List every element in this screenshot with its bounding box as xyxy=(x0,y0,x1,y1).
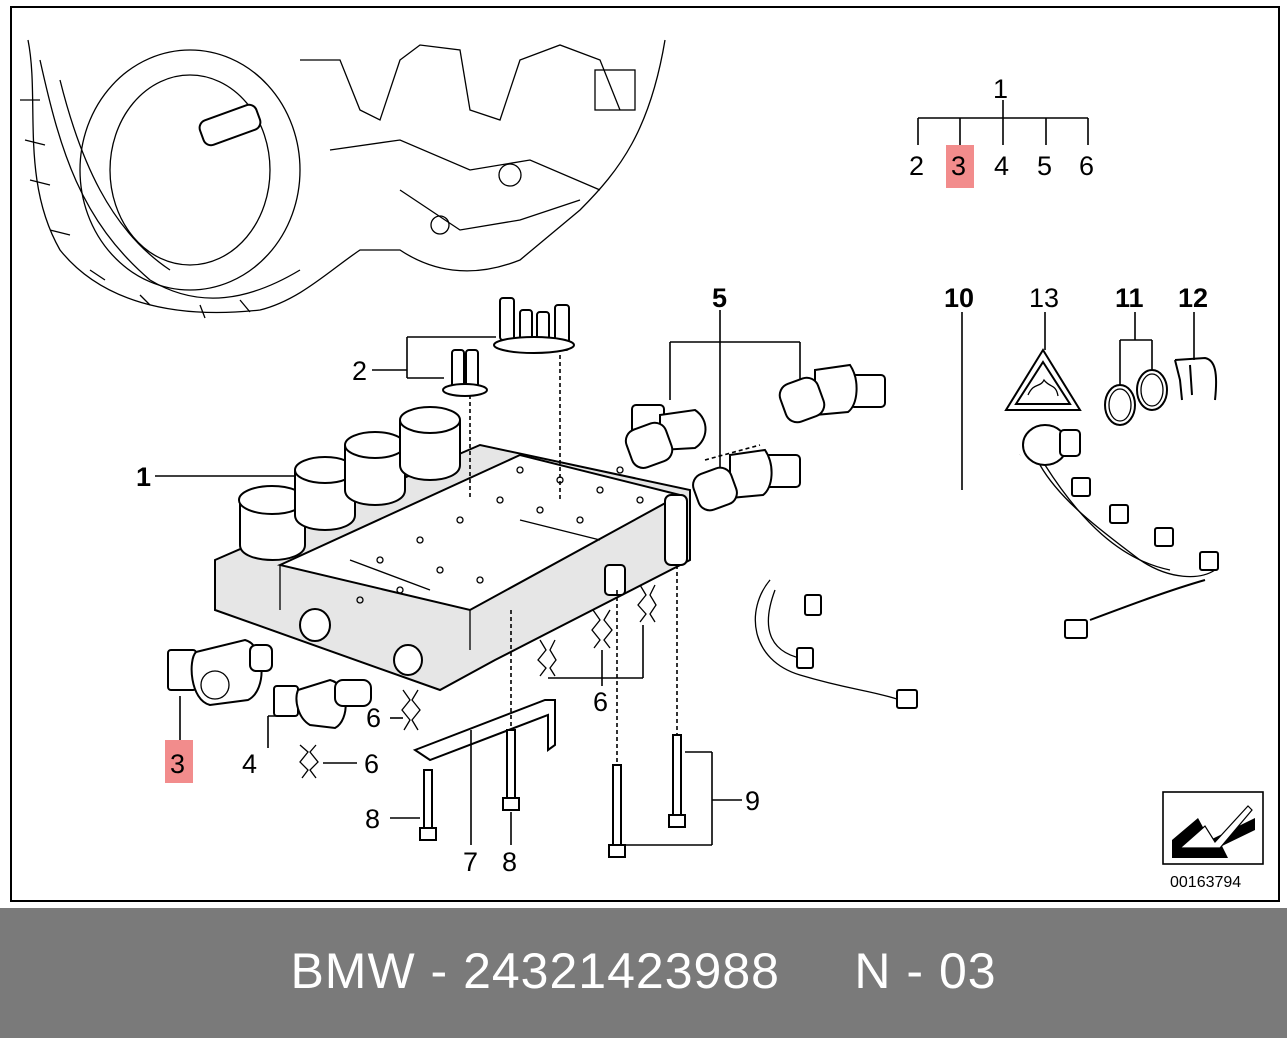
callout-1: 1 xyxy=(136,462,151,492)
callout-10: 10 xyxy=(944,283,974,313)
callout-2: 2 xyxy=(352,356,367,386)
part-number-label: BMW - 24321423988 N - 03 xyxy=(290,943,997,999)
callout-3: 3 xyxy=(170,749,185,779)
retaining-clips-part-6 xyxy=(299,584,657,779)
highlight-box-part-3 xyxy=(165,740,193,783)
reference-box: 00163794 xyxy=(1162,791,1264,891)
callout-6: 6 xyxy=(366,703,381,733)
warning-label-part-13 xyxy=(1004,312,1082,411)
callout-12: 12 xyxy=(1178,283,1208,313)
footer-bar: BMW - 24321423988 N - 03 xyxy=(0,908,1287,1038)
solenoid-cans xyxy=(238,406,461,561)
valve-body-assembly xyxy=(214,406,691,692)
solenoids-part-5 xyxy=(624,310,886,512)
plate-holes xyxy=(356,466,644,604)
solenoid-part-4 xyxy=(267,678,372,748)
reference-number: 00163794 xyxy=(1170,874,1241,891)
bracket-part-7 xyxy=(412,699,556,845)
wiring-harness-part-10 xyxy=(754,312,1219,709)
callout-6: 6 xyxy=(364,749,379,779)
tree-child-label: 4 xyxy=(994,151,1009,181)
callout-7: 7 xyxy=(463,847,478,877)
callout-8: 8 xyxy=(502,847,517,877)
callout-6: 6 xyxy=(593,687,608,717)
transmission-housing-illustration xyxy=(20,39,666,319)
tree-child-label: 6 xyxy=(1079,151,1094,181)
highlight-box-tree xyxy=(946,145,974,188)
clip-part-12 xyxy=(1174,312,1218,401)
tree-child-label: 2 xyxy=(909,151,924,181)
o-rings-part-11 xyxy=(1104,312,1168,426)
tree-root-label: 1 xyxy=(993,74,1008,104)
sleeves-part-2 xyxy=(372,297,575,500)
callout-4: 4 xyxy=(242,749,257,779)
callout-8: 8 xyxy=(365,804,380,834)
pressure-regulator-part-3 xyxy=(165,638,273,783)
tree-child-label: 5 xyxy=(1037,151,1052,181)
tree-child-label-highlighted: 3 xyxy=(951,151,966,181)
parts-hierarchy-tree: 1 2 3 4 5 6 xyxy=(909,74,1094,188)
bolts-parts-8-9 xyxy=(390,565,742,858)
callout-13: 13 xyxy=(1029,283,1059,313)
callout-9: 9 xyxy=(745,786,760,816)
exploded-parts-diagram: 1 2 3 4 5 6 xyxy=(20,39,1264,891)
callout-5: 5 xyxy=(712,283,727,313)
callout-11: 11 xyxy=(1115,283,1144,313)
